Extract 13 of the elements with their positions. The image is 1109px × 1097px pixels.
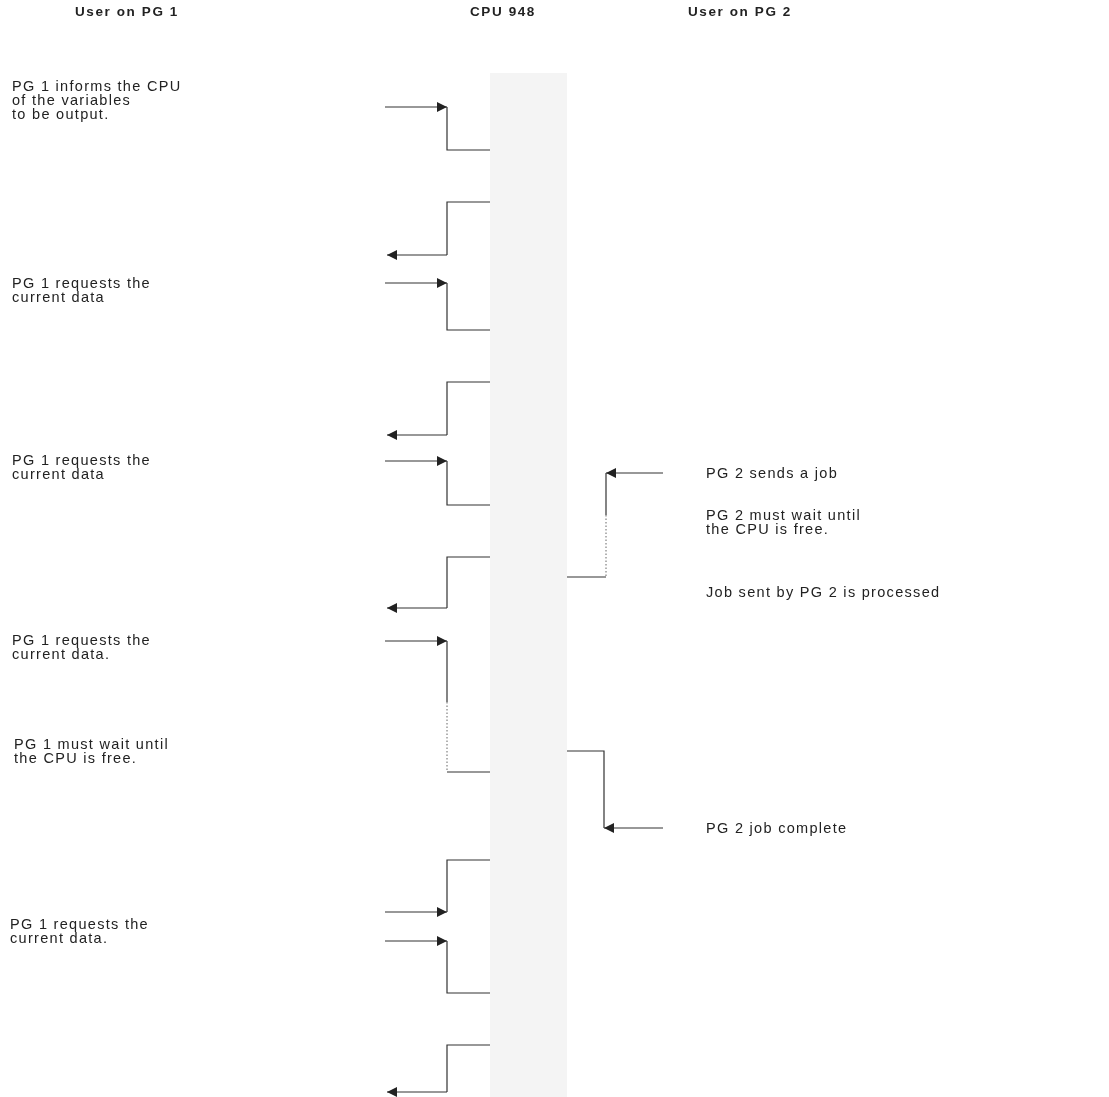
step-description: PG 2 job complete: [706, 821, 848, 835]
step-description: PG 1 informs the CPU of the variables to be output.: [12, 79, 182, 121]
column-heading: User on PG 1: [75, 5, 179, 19]
step-description: PG 1 requests the current data: [12, 453, 151, 481]
step-description: PG 1 must wait until the CPU is free.: [14, 737, 169, 765]
column-heading: User on PG 2: [688, 5, 792, 19]
step-description: PG 1 requests the current data.: [12, 633, 151, 661]
step-description: Job sent by PG 2 is processed: [706, 585, 941, 599]
step-description: PG 1 requests the current data.: [10, 917, 149, 945]
step-description: PG 2 must wait until the CPU is free.: [706, 508, 861, 536]
column-heading: CPU 948: [470, 5, 536, 19]
step-description: PG 1 requests the current data: [12, 276, 151, 304]
step-description: PG 2 sends a job: [706, 466, 839, 480]
